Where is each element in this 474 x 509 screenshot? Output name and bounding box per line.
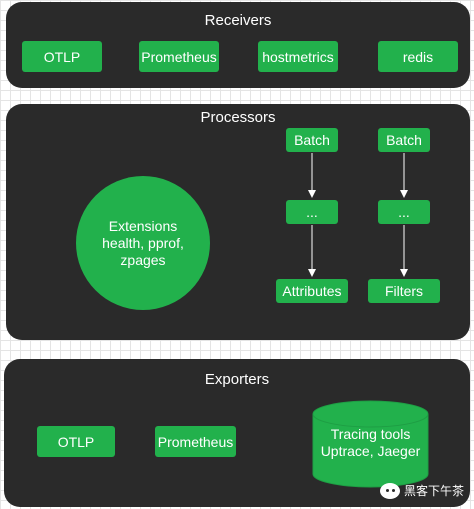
exporter-otlp: OTLP [37, 426, 115, 457]
receiver-redis: redis [378, 41, 458, 72]
tracing-line-2: Uptrace, Jaeger [320, 443, 421, 459]
wechat-icon [379, 482, 400, 499]
tracing-line-1: Tracing tools [330, 426, 411, 442]
exporter-prometheus: Prometheus [155, 426, 236, 457]
watermark-text: 黑客下午茶 [403, 484, 464, 498]
processor-batch-right: Batch [378, 128, 430, 152]
processors-title: Processors [200, 109, 276, 126]
processor-filters: Filters [368, 279, 440, 303]
receiver-prometheus: Prometheus [139, 41, 219, 72]
receivers-title: Receivers [204, 12, 272, 29]
watermark: 黑客下午茶 [379, 482, 464, 499]
extensions-line-3: zpages [120, 251, 166, 268]
processor-ellipsis-right: ... [378, 200, 430, 224]
processor-batch-left: Batch [286, 128, 338, 152]
processor-attributes: Attributes [276, 279, 348, 303]
extensions-line-1: Extensions [108, 217, 178, 234]
cylinder-shape [312, 400, 429, 488]
extensions-line-2: health, pprof, [102, 234, 184, 251]
processor-ellipsis-left: ... [286, 200, 338, 224]
extensions-circle: Extensions health, pprof, zpages [76, 176, 210, 310]
receiver-otlp: OTLP [22, 41, 102, 72]
receiver-hostmetrics: hostmetrics [258, 41, 338, 72]
tracing-tools-cylinder: Tracing tools Uptrace, Jaeger [312, 400, 429, 488]
exporters-title: Exporters [204, 371, 270, 388]
